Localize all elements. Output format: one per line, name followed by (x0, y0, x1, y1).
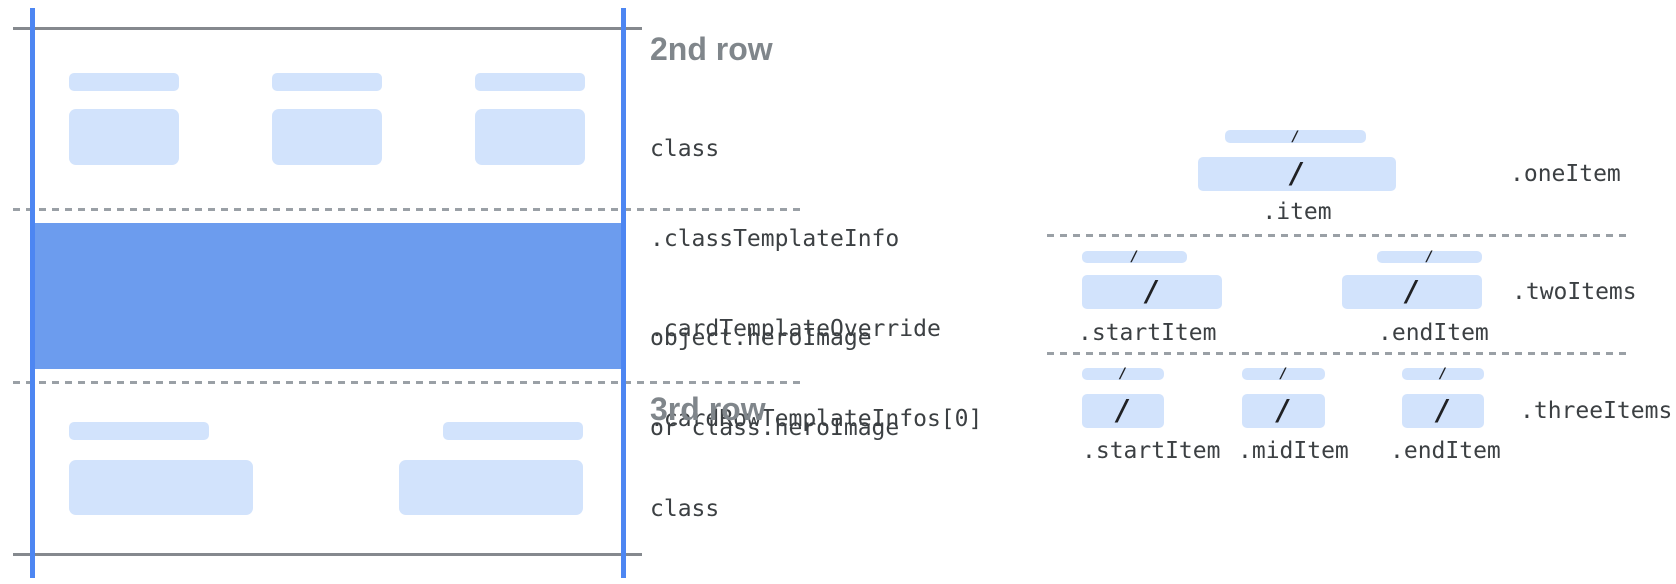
row2-col3-value-box (475, 109, 585, 165)
label-slash-glyph: / (1118, 366, 1128, 382)
twoitems-end-value-bar: / (1342, 275, 1482, 309)
oneitem-twoitems-divider-dashed-line (1047, 234, 1632, 237)
code-line: .classTemplateInfo (650, 226, 900, 252)
oneitem-group-label: .oneItem (1510, 161, 1621, 187)
threeitems-start-label: .startItem (1082, 438, 1221, 464)
value-slash-glyph: / (1275, 394, 1292, 427)
row3-start-value-box (69, 460, 253, 515)
twoitems-start-label: .startItem (1078, 320, 1217, 346)
row3-heading: 3rd row (650, 391, 766, 427)
threeitems-end-label-bar: / (1402, 366, 1484, 382)
row2-col2-value-box (272, 109, 382, 165)
label-slash-glyph: / (1438, 366, 1448, 382)
twoitems-end-label: .endItem (1378, 320, 1489, 346)
value-slash-glyph: / (1114, 394, 1132, 427)
twoitems-group-label: .twoItems (1512, 279, 1637, 305)
oneitem-item-label: .item (1262, 199, 1332, 225)
card-bottom-rule (13, 553, 642, 556)
row3-end-label-bar (443, 422, 583, 440)
value-slash-glyph: / (1288, 157, 1306, 190)
code-line: .cardTemplateOverride (650, 316, 941, 342)
code-line: class (650, 136, 720, 162)
label-slash-glyph: / (1130, 249, 1139, 265)
card-right-edge-line (621, 8, 626, 578)
threeitems-mid-label: .midItem (1238, 438, 1349, 464)
code-line: object.heroImage (650, 325, 872, 351)
hero-row3-divider-dashed-line (13, 381, 803, 384)
oneitem-label-bar: / (1225, 128, 1366, 145)
threeitems-start-value-bar: / (1082, 394, 1164, 428)
hero-code-block: object.heroImage or class.heroImage (650, 263, 899, 503)
row2-col3-label-bar (475, 73, 585, 91)
threeitems-start-label-bar: / (1082, 366, 1164, 382)
label-slash-glyph: / (1425, 249, 1434, 265)
oneitem-value-bar: / (1198, 157, 1396, 191)
row3-end-value-box (399, 460, 583, 515)
twoitems-start-value-bar: / (1082, 275, 1222, 309)
row2-col1-label-bar (69, 73, 179, 91)
row2-code-block: class .classTemplateInfo .cardTemplateOv… (650, 74, 982, 494)
hero-image-area (33, 223, 623, 369)
threeitems-group-label: .threeItems (1520, 398, 1673, 424)
value-slash-glyph: / (1434, 394, 1452, 427)
threeitems-mid-label-bar: / (1242, 366, 1325, 382)
label-slash-glyph: / (1279, 366, 1288, 382)
twoitems-start-label-bar: / (1082, 249, 1187, 265)
row3-code-block: class .classTemplateInfo .cardTemplateOv… (650, 434, 982, 584)
row2-heading: 2nd row (650, 31, 773, 67)
code-line: class (650, 496, 720, 522)
threeitems-end-value-bar: / (1402, 394, 1484, 428)
value-slash-glyph: / (1403, 275, 1421, 308)
threeitems-end-label: .endItem (1390, 438, 1501, 464)
code-line: .cardRowTemplateInfos[0] (650, 406, 983, 432)
value-slash-glyph: / (1143, 275, 1161, 308)
row2-col1-value-box (69, 109, 179, 165)
twoitems-threeitems-divider-dashed-line (1047, 352, 1632, 355)
row3-start-label-bar (69, 422, 209, 440)
card-left-edge-line (30, 8, 35, 578)
card-top-rule (13, 27, 642, 30)
twoitems-end-label-bar: / (1377, 249, 1482, 265)
threeitems-mid-value-bar: / (1242, 394, 1325, 428)
code-line: or class.heroImage (650, 415, 900, 441)
label-slash-glyph: / (1291, 128, 1300, 145)
row2-hero-divider-dashed-line (13, 208, 803, 211)
row2-col2-label-bar (272, 73, 382, 91)
